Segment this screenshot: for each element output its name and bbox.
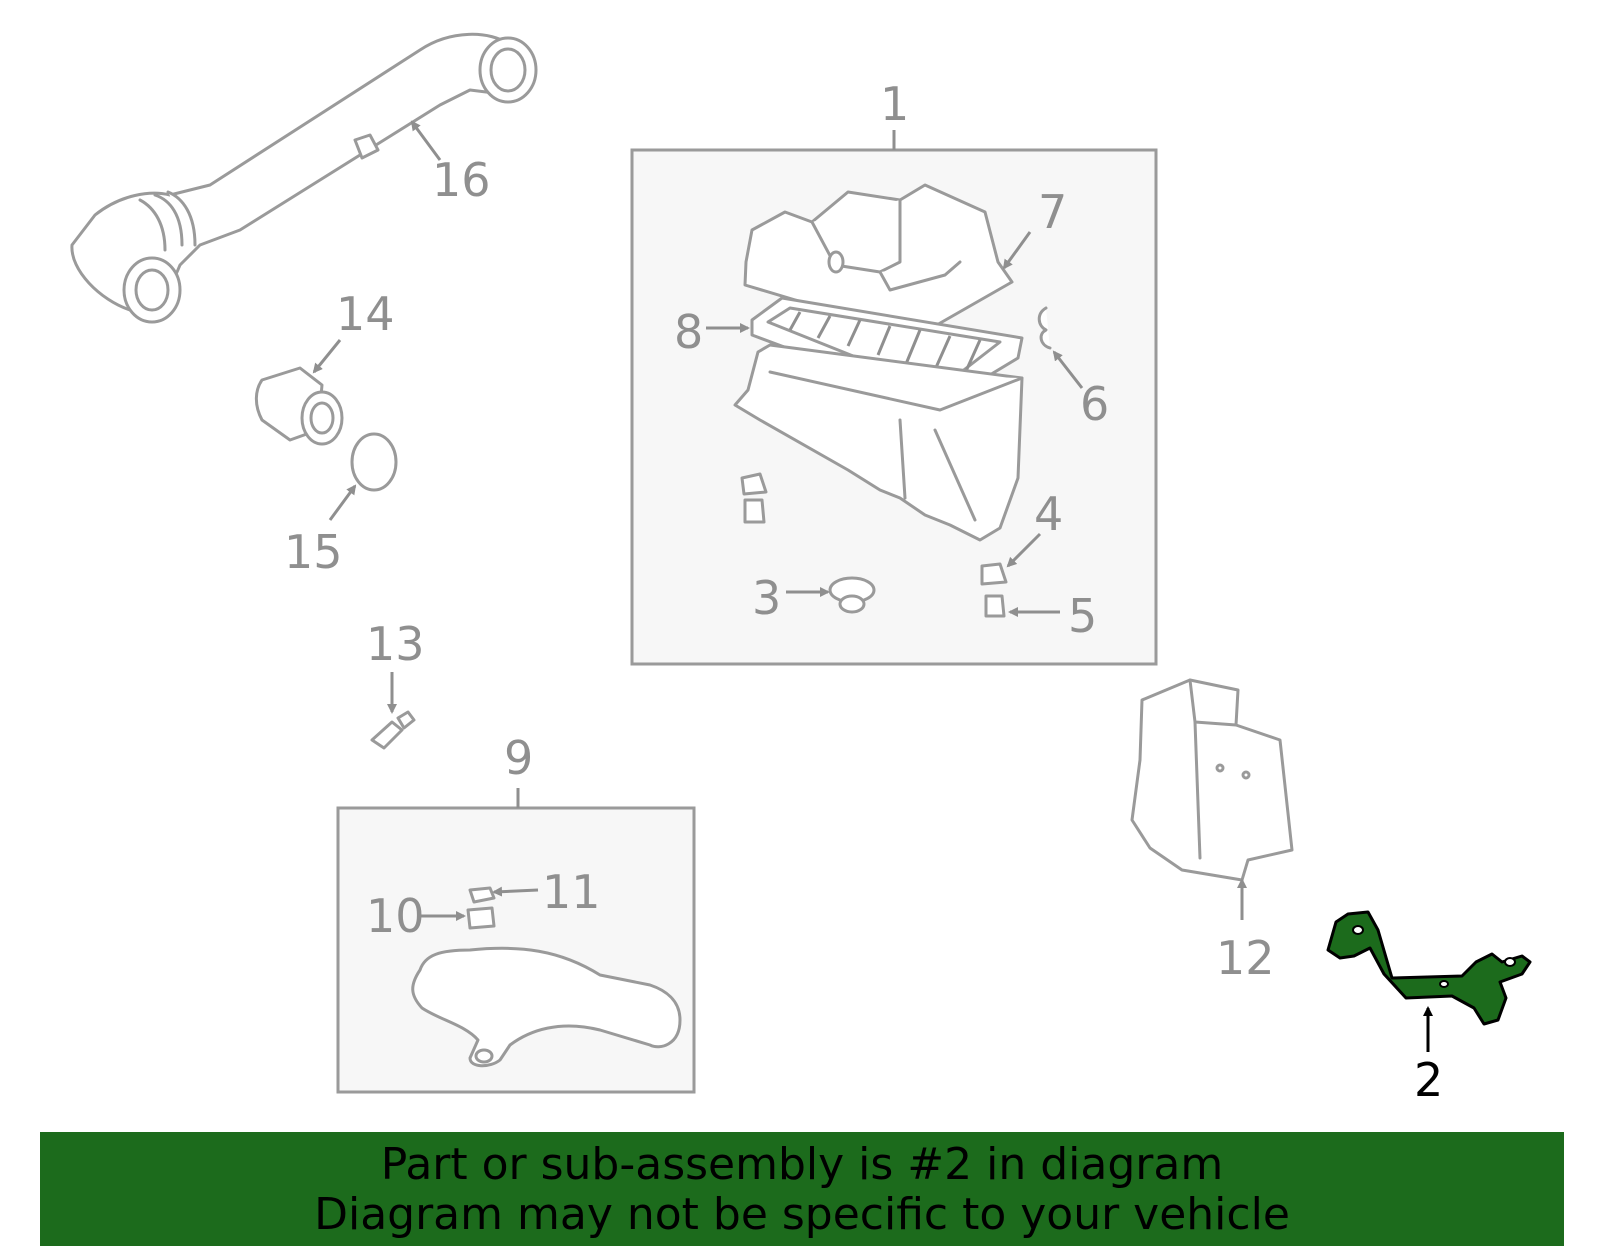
callout-11: 11: [542, 865, 601, 919]
callout-4: 4: [1034, 487, 1063, 541]
part-9-duct: [411, 946, 682, 1068]
part-4-grommet: [980, 562, 1008, 586]
callout-2: 2: [1414, 1053, 1443, 1107]
banner-line-1: Part or sub-assembly is #2 in diagram: [380, 1139, 1224, 1190]
part-3-mount: [828, 576, 876, 614]
part-7-upper-cover: [743, 183, 1014, 332]
part-11-nut: [468, 886, 496, 904]
parts-diagram: 16 14 15 13 1 7 8 6: [70, 32, 1532, 1107]
callout-6: 6: [1080, 377, 1109, 431]
callout-10: 10: [366, 889, 425, 943]
part-2-bracket-highlighted: [1326, 910, 1532, 1026]
part-12-cover: [1130, 678, 1294, 882]
callout-3: 3: [752, 571, 781, 625]
callout-1: 1: [880, 77, 909, 131]
part-5-grommet: [984, 594, 1006, 618]
notice-banner: Part or sub-assembly is #2 in diagram Di…: [40, 1132, 1564, 1246]
part-grommet-pair: [740, 472, 768, 524]
callout-12: 12: [1216, 931, 1275, 985]
callout-5: 5: [1068, 589, 1097, 643]
banner-line-2: Diagram may not be specific to your vehi…: [314, 1189, 1290, 1240]
callout-9: 9: [504, 731, 533, 785]
part-6-clip: [1037, 306, 1052, 350]
callout-8: 8: [674, 305, 703, 359]
part-lower-case: [733, 343, 1024, 542]
callout-14: 14: [336, 287, 395, 341]
part-10-grommet: [466, 906, 496, 930]
part-16-intake-hose: [70, 32, 538, 324]
callout-15: 15: [284, 525, 343, 579]
part-13-sensor: [370, 710, 416, 750]
callout-7: 7: [1038, 185, 1067, 239]
callout-16: 16: [432, 153, 491, 207]
part-15-o-ring: [350, 432, 398, 492]
callout-13: 13: [366, 617, 425, 671]
part-14-sensor: [254, 366, 344, 446]
